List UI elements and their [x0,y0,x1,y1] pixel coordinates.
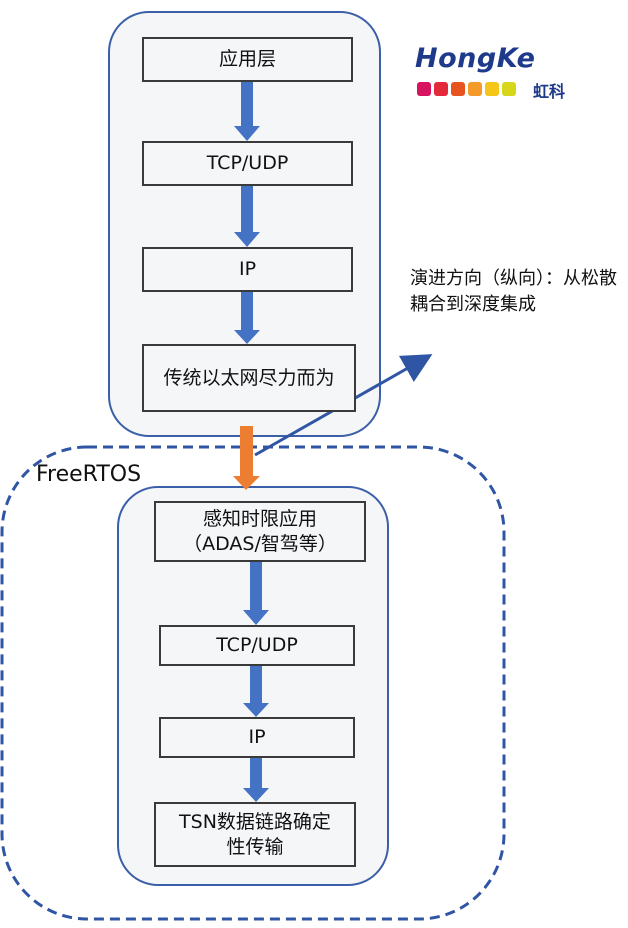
top-layer-ip-label: IP [238,258,257,281]
logo-dot-3 [451,82,465,96]
bottom-layer-realtime-app: 感知时限应用 （ADAS/智驾等） [154,501,366,562]
top-layer-best-effort-label: 传统以太网尽力而为 [163,366,335,389]
bottom-layer-tsn-line2: 性传输 [226,835,284,858]
top-arrow-2 [234,186,260,247]
top-layer-application: 应用层 [142,37,353,82]
bottom-layer-realtime-app-line2: （ADAS/智驾等） [183,532,337,555]
logo-color-dots [417,82,516,96]
bottom-layer-tcp-udp-label: TCP/UDP [216,634,298,657]
logo-dot-6 [502,82,516,96]
evolution-note: 演进方向（纵向）：从松散耦合到深度集成 [410,268,617,316]
top-layer-best-effort-ethernet: 传统以太网尽力而为 [142,344,356,412]
top-layer-application-label: 应用层 [218,48,276,71]
bottom-layer-ip-label: IP [248,726,266,749]
logo-brand-text: HongKe [415,43,536,74]
bottom-arrow-2 [243,665,269,717]
bottom-layer-tsn-line1: TSN数据链路确定 [179,810,331,833]
bottom-layer-tcp-udp: TCP/UDP [159,625,355,666]
bottom-layer-realtime-app-line1: 感知时限应用 [202,507,317,530]
bottom-layer-tsn: TSN数据链路确定 性传输 [154,802,356,867]
logo-dot-4 [468,82,482,96]
orange-connector-arrow [233,426,260,490]
top-layer-ip: IP [142,247,353,292]
top-layer-tcp-udp-label: TCP/UDP [206,152,289,175]
logo-dot-1 [417,82,431,96]
bottom-arrow-1 [243,562,269,625]
bottom-layer-ip: IP [159,717,355,758]
logo-dot-5 [485,82,499,96]
top-arrow-3 [234,292,260,344]
hongke-logo: HongKe 虹科 [415,43,590,103]
freertos-label: FreeRTOS [36,462,142,487]
top-layer-tcp-udp: TCP/UDP [142,141,353,186]
bottom-arrow-3 [243,757,269,802]
top-arrow-1 [234,82,260,141]
logo-dot-2 [434,82,448,96]
logo-chinese-name: 虹科 [533,82,566,101]
